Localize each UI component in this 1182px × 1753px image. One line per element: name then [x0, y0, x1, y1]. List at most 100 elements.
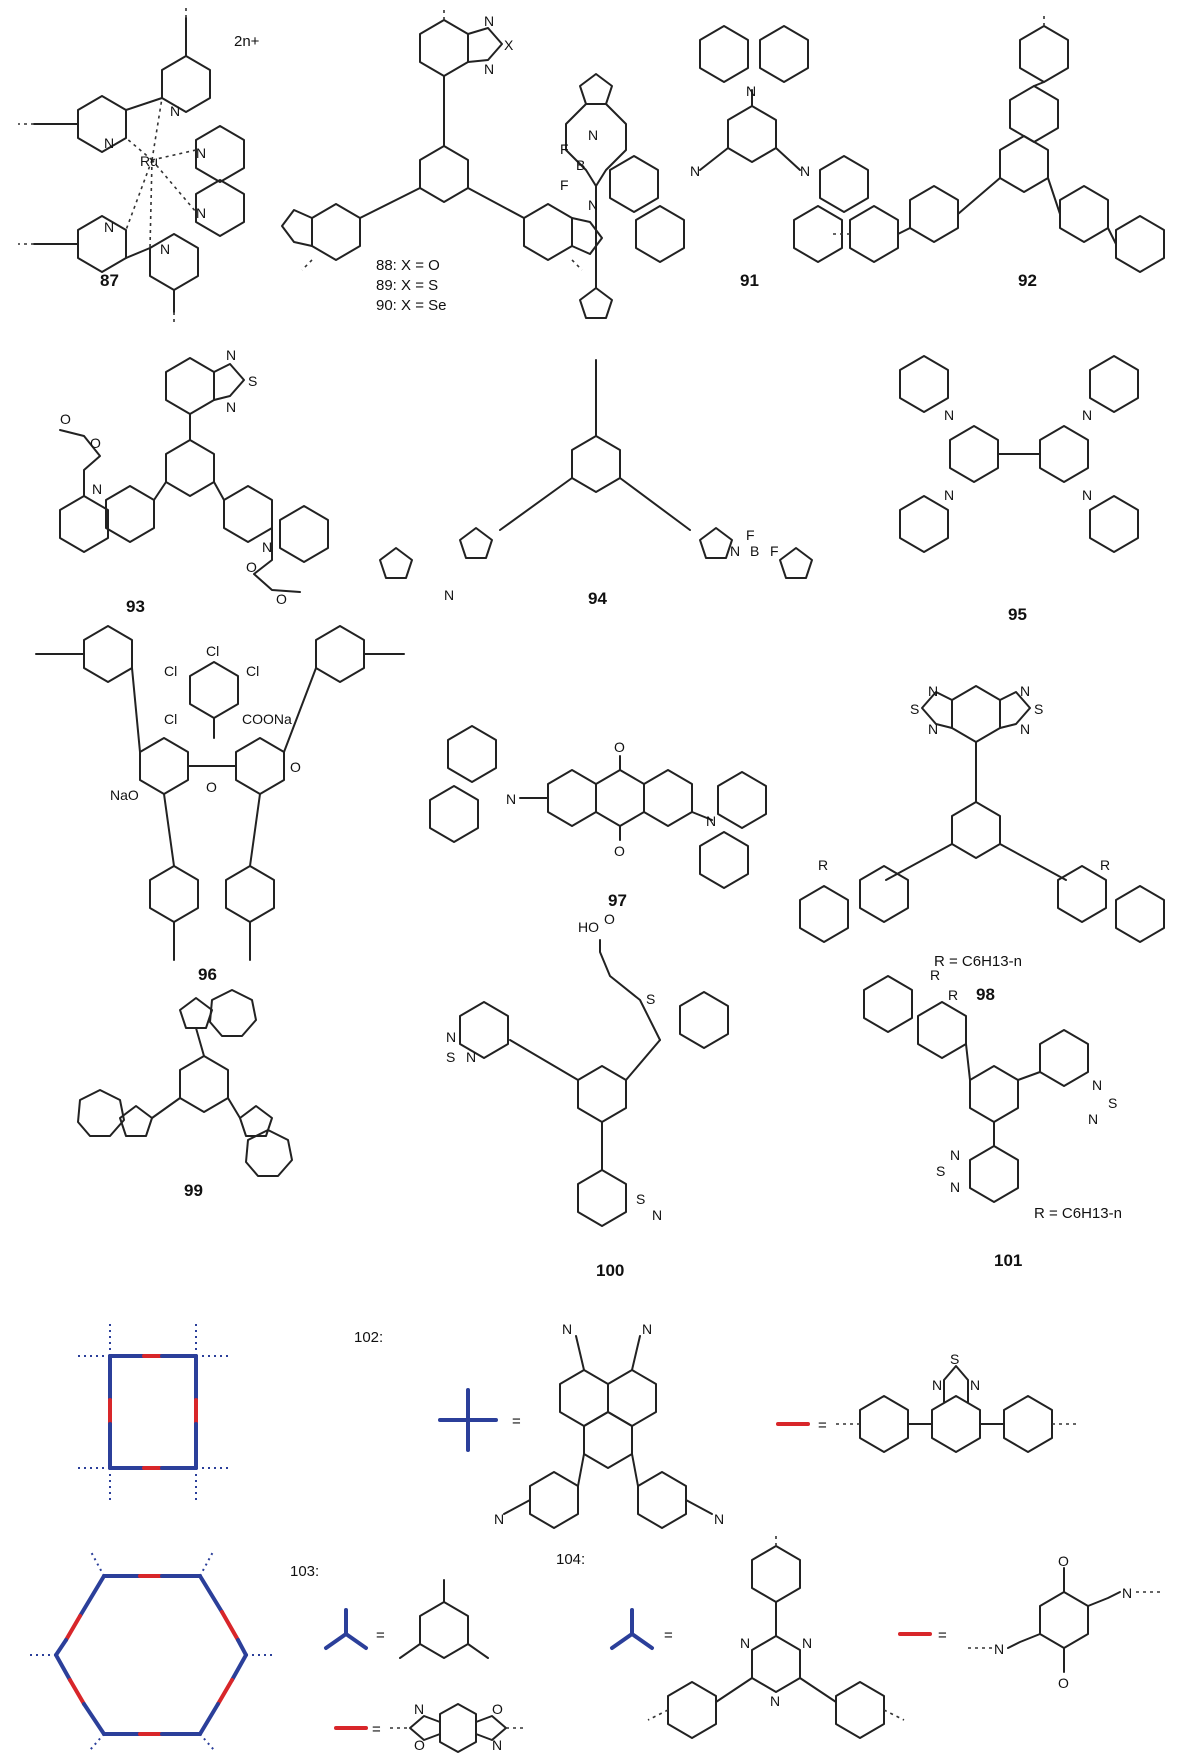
atom: N: [262, 539, 272, 555]
atom: N: [444, 587, 454, 603]
atom: O: [614, 739, 625, 755]
compound-95: N N N N 95: [899, 355, 1139, 624]
atom: N: [170, 103, 180, 119]
atom: N: [196, 145, 206, 161]
atom: N: [1122, 1585, 1132, 1601]
atom: O: [60, 411, 71, 427]
compound-99: 99: [77, 989, 293, 1200]
atom: COONa: [242, 711, 292, 727]
compound-100: HO O S N S N S N 100: [446, 911, 729, 1280]
compound-label: 99: [184, 1181, 203, 1200]
atom: HO: [578, 919, 599, 935]
atom: O: [206, 779, 217, 795]
compound-97: O O N N 97: [429, 725, 767, 910]
atom: N: [104, 219, 114, 235]
compound-label: 93: [126, 597, 145, 616]
scheme-label: 103:: [290, 1563, 319, 1580]
atom: N: [800, 163, 810, 179]
compound-93: N S N O O N O O N 93: [59, 347, 329, 616]
atom: S: [1034, 701, 1043, 717]
compound-label: 91: [740, 271, 759, 290]
compound-label-line: 89: X = S: [376, 277, 438, 294]
atom: O: [604, 911, 615, 927]
scheme-102: 102: = N N N N =: [74, 1320, 1076, 1529]
substituent-note: R = C6H13-n: [934, 953, 1022, 970]
btd-linker: [836, 1365, 1076, 1453]
scheme-103: 103: = = N O O N: [290, 1563, 526, 1753]
charge-label: 2n+: [234, 33, 260, 50]
atom: S: [446, 1049, 455, 1065]
atom: N: [562, 1321, 572, 1337]
atom: NaO: [110, 787, 139, 803]
atom: S: [950, 1351, 959, 1367]
atom: O: [614, 843, 625, 859]
benzobisoxazole-linker: [390, 1703, 526, 1753]
atom: N: [1082, 487, 1092, 503]
atom: Cl: [164, 711, 177, 727]
atom: S: [936, 1163, 945, 1179]
atom: N: [104, 135, 114, 151]
scheme-104: 104: = N N N =: [556, 1532, 1160, 1739]
atom: N: [160, 241, 170, 257]
hexagonal-lattice: [28, 1549, 274, 1751]
atom: N: [506, 791, 516, 807]
atom: N: [706, 813, 716, 829]
compound-label-line: 90: X = Se: [376, 297, 446, 314]
atom: N: [494, 1511, 504, 1527]
atom: S: [910, 701, 919, 717]
compound-label: 95: [1008, 605, 1027, 624]
compound-98: N S N N S N R R R = C6H13-n 98: [799, 683, 1165, 1004]
atom: O: [1058, 1553, 1069, 1569]
compound-88-90: N X N 88: X = O 89: X = S 90: X = Se: [281, 8, 603, 314]
atom: Cl: [246, 663, 259, 679]
atom: N: [588, 127, 598, 143]
atom: N: [928, 683, 938, 699]
atom: N: [92, 481, 102, 497]
atom: O: [492, 1701, 503, 1717]
atom: Ru: [140, 153, 158, 169]
atom: F: [770, 543, 779, 559]
atom: O: [1058, 1675, 1069, 1691]
substituent-note: R = C6H13-n: [1034, 1205, 1122, 1222]
atom: N: [414, 1701, 424, 1717]
scheme-label: 104:: [556, 1551, 585, 1568]
atom: R: [930, 967, 940, 983]
atom: O: [414, 1737, 425, 1753]
atom: N: [492, 1737, 502, 1753]
atom: O: [290, 759, 301, 775]
dimethoxy-dialdehyde-linker: [968, 1567, 1160, 1673]
compound-91: N N N 91: [609, 25, 869, 290]
atom: S: [248, 373, 257, 389]
atom: N: [746, 83, 756, 99]
mesitylene-node: [399, 1579, 489, 1659]
compound-label: 96: [198, 965, 217, 984]
atom: N: [950, 1147, 960, 1163]
tetratopic-node-symbol: [438, 1388, 498, 1452]
tritopic-node-symbol: [610, 1608, 654, 1650]
atom: N: [226, 347, 236, 363]
scheme-label: 102:: [354, 1329, 383, 1346]
atom: B: [750, 543, 759, 559]
atom: N: [1082, 407, 1092, 423]
tritopic-node-symbol: [324, 1608, 368, 1650]
pyrene-node: [503, 1335, 713, 1529]
atom: N: [652, 1207, 662, 1223]
atom: S: [646, 991, 655, 1007]
equals-sign: =: [376, 1627, 385, 1644]
atom: N: [970, 1377, 980, 1393]
atom: N: [484, 61, 494, 77]
atom: N: [1092, 1077, 1102, 1093]
atom: N: [928, 721, 938, 737]
atom: N: [1020, 721, 1030, 737]
atom: N: [588, 197, 598, 213]
atom: N: [932, 1377, 942, 1393]
atom: B: [576, 157, 585, 173]
atom: F: [560, 177, 569, 193]
compound-label: 101: [994, 1251, 1022, 1270]
atom: O: [276, 591, 287, 607]
equals-sign: =: [818, 1417, 827, 1434]
atom: N: [740, 1635, 750, 1651]
atom: N: [484, 13, 494, 29]
atom: O: [246, 559, 257, 575]
